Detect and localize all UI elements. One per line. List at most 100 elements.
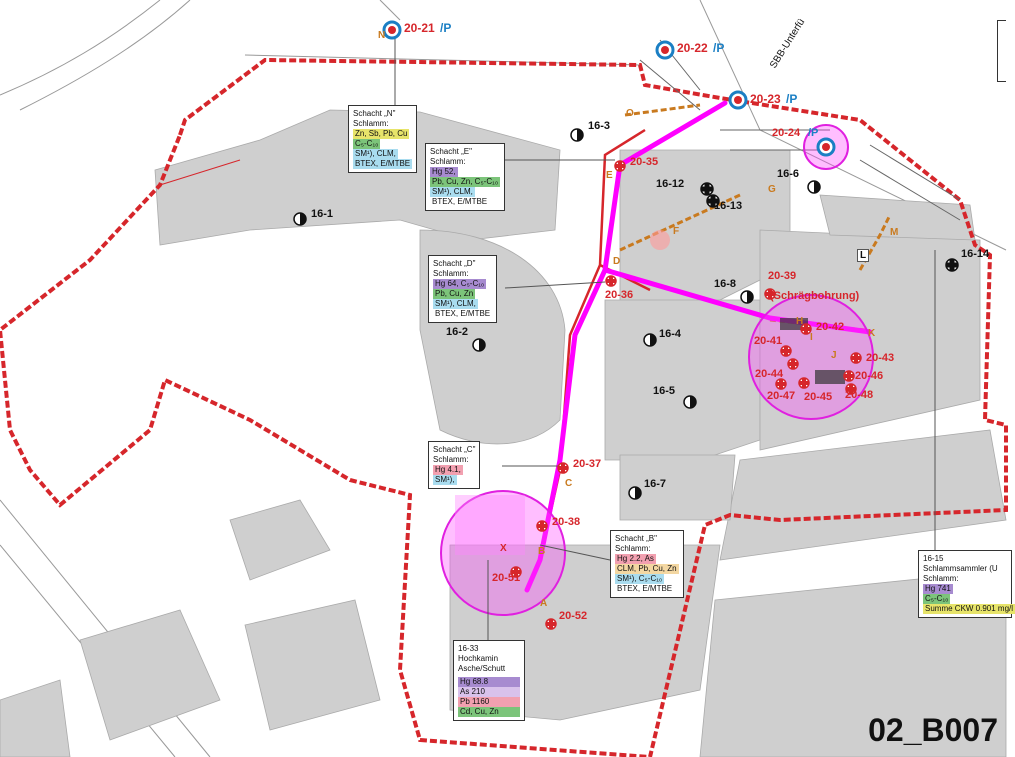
well-icon	[536, 520, 548, 532]
box-subtitle: Schlamm:	[615, 544, 651, 553]
well-icon	[764, 288, 776, 300]
box-line: SM¹), C₅-C₁₀	[615, 574, 665, 584]
monitoring-well-icon	[382, 20, 402, 40]
box-line: Pb, Cu, Zn	[433, 289, 476, 299]
point-letter-c: C	[565, 478, 573, 489]
box-line: Summe CKW 0.901 mg/l	[923, 604, 1015, 614]
well-icon	[843, 370, 855, 382]
box-line: CLM, Pb, Cu, Zn	[615, 564, 679, 574]
box-line: SM¹), CLM,	[430, 187, 475, 197]
well-label: 20-38	[552, 516, 581, 528]
well-label: 20-47	[767, 390, 796, 402]
box-line: Hg 64, C₅-C₁₀	[433, 279, 487, 289]
well-label: 20-46	[855, 370, 884, 382]
point-letter-d: D	[613, 256, 621, 267]
well-suffix: /P	[713, 41, 725, 55]
well-label: 20-39	[768, 270, 797, 282]
box-line: Hg 2.2, As	[615, 554, 656, 564]
info-box-hochkamin[interactable]: 16-33 Hochkamin Asche/Schutt Hg 68.8 As …	[453, 640, 525, 721]
well-label: 16-4	[659, 328, 682, 340]
rail-tracks	[639, 39, 961, 221]
well-label: 20-48	[845, 389, 874, 401]
box-line: Hg 741	[923, 584, 953, 594]
box-subtitle: Schlamm:	[433, 455, 469, 464]
box-line: SM¹),	[433, 475, 457, 485]
box-subtitle-2: Asche/Schutt	[458, 664, 506, 673]
box-title: Schacht „N"	[353, 109, 396, 118]
point-letter-k: K	[868, 328, 876, 339]
point-letter-l: L	[857, 249, 870, 262]
well-icon	[700, 182, 714, 196]
well-icon	[740, 290, 754, 304]
point-letter-f: F	[673, 226, 680, 237]
box-subtitle: Schlammsammler (U	[923, 564, 998, 573]
well-icon	[557, 462, 569, 474]
info-box-schacht-e[interactable]: Schacht „E" Schlamm: Hg 52, Pb, Cu, Zn, …	[425, 143, 506, 211]
well-label: 16-12	[656, 178, 685, 190]
well-label: 20-45	[804, 391, 833, 403]
well-icon	[798, 377, 810, 389]
well-label: 16-1	[311, 208, 334, 220]
point-letter-e: E	[606, 170, 613, 181]
box-line: BTEX, E/MTBE	[435, 309, 491, 318]
site-boundary	[0, 57, 1008, 757]
well-icon	[472, 338, 486, 352]
box-line: Zn, Sb, Pb, Cu	[353, 129, 410, 139]
map-id-label: 02_B007	[868, 712, 998, 748]
leader-lines	[394, 38, 936, 640]
box-title: Schacht „B"	[615, 534, 657, 543]
box-title: 16-15	[923, 554, 944, 563]
well-icon	[850, 352, 862, 364]
info-box-schacht-c[interactable]: Schacht „C" Schlamm: Hg 4.1, SM¹),	[428, 441, 481, 489]
well-label: 20-23	[750, 92, 781, 106]
box-line: As 210	[458, 687, 520, 697]
well-label: 20-36	[605, 289, 634, 301]
well-label: 16-2	[446, 326, 469, 338]
info-box-schlammsammler[interactable]: 16-15 Schlammsammler (U Schlamm: Hg 741 …	[918, 550, 1015, 618]
box-title: Schacht „D"	[433, 259, 476, 268]
well-suffix: /P	[440, 21, 452, 35]
point-letter-j: J	[831, 350, 837, 361]
box-line: BTEX, E/MTBE	[353, 159, 413, 169]
monitoring-well-icon	[728, 90, 748, 110]
box-subtitle: Schlamm:	[353, 119, 389, 128]
point-letter-g: G	[768, 184, 776, 195]
well-label: 16-8	[714, 278, 737, 290]
well-icon	[787, 358, 799, 370]
well-suffix: /P	[786, 92, 798, 106]
well-label: 20-22	[677, 41, 708, 55]
well-label: 20-37	[573, 458, 602, 470]
box-line: BTEX, E/MTBE	[617, 584, 673, 593]
point-letter-i: I	[810, 332, 813, 343]
box-title: 16-33	[458, 644, 479, 653]
well-label: 16-5	[653, 385, 676, 397]
well-icon	[683, 395, 697, 409]
box-line: Hg 52,	[430, 167, 458, 177]
well-icon	[945, 258, 959, 272]
point-letter-h: H	[796, 316, 804, 327]
well-icon	[800, 323, 812, 335]
well-icon	[614, 160, 626, 172]
box-line: C₅-C₁₀	[923, 594, 951, 604]
inclined-drilling-note: (Schrägbohrung)	[770, 290, 860, 302]
point-letter-a: A	[540, 598, 548, 609]
well-label: 20-35	[630, 156, 659, 168]
box-line: Cd, Cu, Zn	[458, 707, 520, 717]
box-line: C₅-C₁₀	[353, 139, 381, 149]
well-icon	[706, 194, 720, 208]
well-icon	[628, 486, 642, 500]
box-line: Hg 4.1,	[433, 465, 463, 475]
box-line: Hg 68.8	[458, 677, 520, 687]
info-box-schacht-n[interactable]: Schacht „N" Schlamm: Zn, Sb, Pb, Cu C₅-C…	[348, 105, 418, 173]
well-label: 16-6	[777, 168, 800, 180]
info-box-schacht-d[interactable]: Schacht „D" Schlamm: Hg 64, C₅-C₁₀ Pb, C…	[428, 255, 498, 323]
map-frame-edge	[997, 20, 1006, 82]
box-subtitle-2: Schlamm:	[923, 574, 959, 583]
info-box-schacht-b[interactable]: Schacht „B" Schlamm: Hg 2.2, As CLM, Pb,…	[610, 530, 684, 598]
point-letter-m: M	[890, 227, 899, 238]
well-icon	[780, 345, 792, 357]
box-line: Pb, Cu, Zn, C₅-C₁₀	[430, 177, 501, 187]
well-icon	[643, 333, 657, 347]
well-label: 20-21	[404, 21, 435, 35]
